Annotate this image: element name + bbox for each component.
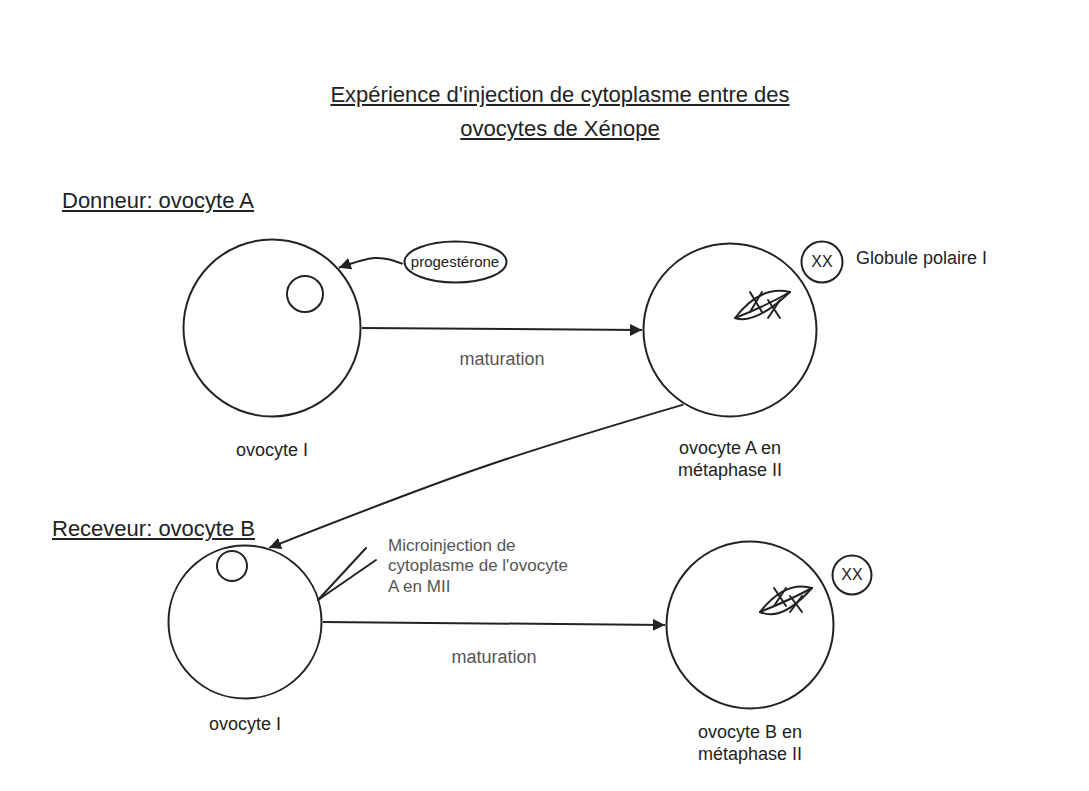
node-caption: ovocyte I <box>145 714 345 736</box>
arrow-connector <box>269 405 683 548</box>
polar-body: XX <box>831 554 873 596</box>
nucleus <box>217 551 247 581</box>
section-heading: Receveur: ovocyte B <box>52 516 255 542</box>
node-outline <box>167 544 323 700</box>
annotation: Microinjection de cytoplasme de l'ovocyt… <box>388 536 568 597</box>
node-caption: ovocyte A en métaphase II <box>655 438 805 481</box>
node-outline <box>665 540 835 710</box>
oocyte-circle: ovocyte I <box>167 544 323 700</box>
oocyte-circle: ovocyte I <box>182 238 362 418</box>
polar-body: XXGlobule polaire I <box>800 240 844 284</box>
edge-label: maturation <box>456 349 547 370</box>
node-text: XX <box>831 554 873 596</box>
node-caption: ovocyte I <box>172 440 372 462</box>
edge-label: maturation <box>448 647 539 668</box>
arrow-connector <box>362 328 642 330</box>
arrow-connector <box>339 258 403 268</box>
spindle <box>735 291 790 319</box>
diagram-title: Expérience d'injection de cytoplasme ent… <box>320 78 800 146</box>
hormone-ellipse: progestérone <box>403 240 508 284</box>
node-text: progestérone <box>403 240 508 284</box>
oocyte-circle: ovocyte A en métaphase II <box>642 242 818 418</box>
node-text: XX <box>800 240 844 284</box>
spindle <box>760 586 812 614</box>
nucleus <box>287 276 323 312</box>
micropipette <box>318 548 376 600</box>
oocyte-circle: ovocyte B en métaphase II <box>665 540 835 710</box>
node-outline <box>182 238 362 418</box>
section-heading: Donneur: ovocyte A <box>62 188 254 214</box>
node-outline <box>642 242 818 418</box>
arrow-connector <box>323 622 665 625</box>
node-caption: ovocyte B en métaphase II <box>675 722 825 765</box>
node-caption: Globule polaire I <box>856 248 1026 270</box>
